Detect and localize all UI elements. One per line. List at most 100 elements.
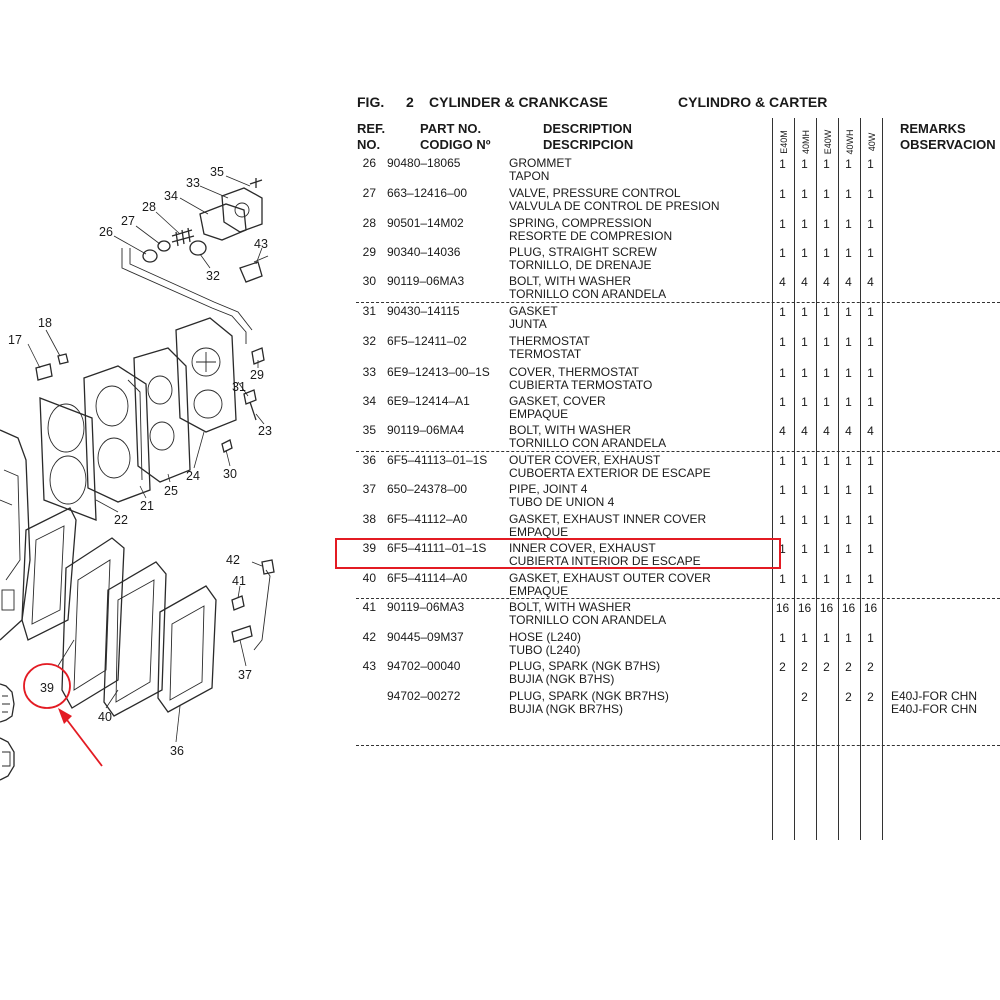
description-es: CUBOERTA EXTERIOR DE ESCAPE bbox=[509, 466, 711, 480]
callout-24: 24 bbox=[186, 469, 200, 483]
quantity-cell: 4 bbox=[779, 275, 786, 289]
callout-42: 42 bbox=[226, 553, 240, 567]
part-number: 90119–06MA3 bbox=[387, 274, 465, 288]
quantity-cell: 1 bbox=[867, 246, 874, 260]
quantity-cell: 1 bbox=[801, 572, 808, 586]
quantity-cell: 1 bbox=[845, 305, 852, 319]
quantity-cell: 1 bbox=[823, 454, 830, 468]
cylinder-head-gasket-part bbox=[39, 397, 97, 521]
quantity-cell: 2 bbox=[801, 660, 808, 674]
leader-lines bbox=[27, 175, 265, 743]
quantity-cell: 1 bbox=[779, 542, 786, 556]
ref-number: 28 bbox=[362, 216, 376, 230]
ref-number: 34 bbox=[362, 394, 376, 408]
ref-number: 36 bbox=[362, 453, 376, 467]
quantity-cell: 1 bbox=[823, 631, 830, 645]
exploded-parts-diagram: 35 34 33 28 27 26 43 32 18 17 29 31 23 3… bbox=[0, 165, 275, 781]
part-number: 90340–14036 bbox=[387, 245, 461, 259]
quantity-cell: 1 bbox=[867, 572, 874, 586]
quantity-cell: 1 bbox=[779, 187, 786, 201]
quantity-cell: 2 bbox=[867, 690, 874, 704]
quantity-cell: 1 bbox=[801, 631, 808, 645]
callout-37: 37 bbox=[238, 668, 252, 682]
remarks: E40J-FOR CHN bbox=[891, 689, 978, 703]
quantity-cell: 1 bbox=[867, 542, 874, 556]
callout-28: 28 bbox=[142, 200, 156, 214]
ref-number: 41 bbox=[362, 600, 376, 614]
description: BOLT, WITH WASHER bbox=[509, 600, 632, 614]
column-rule bbox=[860, 118, 861, 840]
callout-41: 41 bbox=[232, 574, 246, 588]
quantity-cell: 2 bbox=[779, 660, 786, 674]
quantity-cell: 1 bbox=[823, 572, 830, 586]
header-model-40mh: 40MH bbox=[800, 129, 811, 155]
quantity-cell: 1 bbox=[845, 187, 852, 201]
quantity-cell: 1 bbox=[823, 305, 830, 319]
quantity-cell: 2 bbox=[801, 690, 808, 704]
description: OUTER COVER, EXHAUST bbox=[509, 453, 661, 467]
quantity-cell: 1 bbox=[867, 305, 874, 319]
quantity-cell: 1 bbox=[801, 246, 808, 260]
column-rule bbox=[882, 118, 883, 840]
highlight-arrow bbox=[58, 708, 103, 767]
description: GASKET, EXHAUST INNER COVER bbox=[509, 512, 707, 526]
part-number: 90430–14115 bbox=[387, 304, 460, 318]
quantity-cell: 1 bbox=[801, 366, 808, 380]
quantity-cell: 1 bbox=[845, 572, 852, 586]
highlight-box-ref-39 bbox=[335, 538, 781, 569]
figure-label: FIG. bbox=[357, 94, 385, 110]
ref-number: 38 bbox=[362, 512, 376, 526]
description: HOSE (L240) bbox=[509, 630, 582, 644]
ref-number: 30 bbox=[362, 274, 376, 288]
exhaust-cover-parts bbox=[21, 507, 217, 717]
part-number: 90501–14M02 bbox=[387, 216, 464, 230]
quantity-cell: 16 bbox=[775, 601, 790, 615]
description-es: TERMOSTAT bbox=[509, 347, 582, 361]
callout-22: 22 bbox=[114, 513, 128, 527]
quantity-cell: 1 bbox=[867, 454, 874, 468]
column-rule bbox=[772, 118, 773, 840]
callout-21: 21 bbox=[140, 499, 154, 513]
callout-40: 40 bbox=[98, 710, 112, 724]
quantity-cell: 1 bbox=[779, 157, 786, 171]
cylinder-head-part bbox=[83, 365, 151, 503]
part-number: 6F5–41112–A0 bbox=[387, 512, 468, 526]
quantity-cell: 4 bbox=[845, 275, 852, 289]
quantity-cell: 1 bbox=[845, 631, 852, 645]
header-part-no: PART NO. bbox=[420, 121, 482, 136]
callout-18: 18 bbox=[38, 316, 52, 330]
part-number: 90445–09M37 bbox=[387, 630, 464, 644]
ref-number: 37 bbox=[362, 482, 376, 496]
ref-number: 27 bbox=[362, 186, 376, 200]
column-rule bbox=[838, 118, 839, 840]
group-separator bbox=[356, 302, 1000, 303]
ref-number: 29 bbox=[362, 245, 376, 259]
quantity-cell: 1 bbox=[845, 335, 852, 349]
description: GASKET, COVER bbox=[509, 394, 606, 408]
ref-number: 32 bbox=[362, 334, 376, 348]
quantity-cell: 16 bbox=[863, 601, 878, 615]
header-model-e40m: E40M bbox=[778, 130, 789, 154]
quantity-cell: 1 bbox=[845, 246, 852, 260]
description: INNER COVER, EXHAUST bbox=[509, 541, 656, 555]
description: BOLT, WITH WASHER bbox=[509, 274, 632, 288]
quantity-cell: 1 bbox=[801, 187, 808, 201]
ref-number: 26 bbox=[362, 156, 376, 170]
column-rule bbox=[816, 118, 817, 840]
callout-labels: 35 34 33 28 27 26 43 32 18 17 29 31 23 3… bbox=[8, 165, 272, 758]
description: THERMOSTAT bbox=[509, 334, 590, 348]
description: GROMMET bbox=[509, 156, 572, 170]
callout-30: 30 bbox=[223, 467, 237, 481]
quantity-cell: 1 bbox=[801, 454, 808, 468]
group-separator bbox=[356, 598, 1000, 599]
